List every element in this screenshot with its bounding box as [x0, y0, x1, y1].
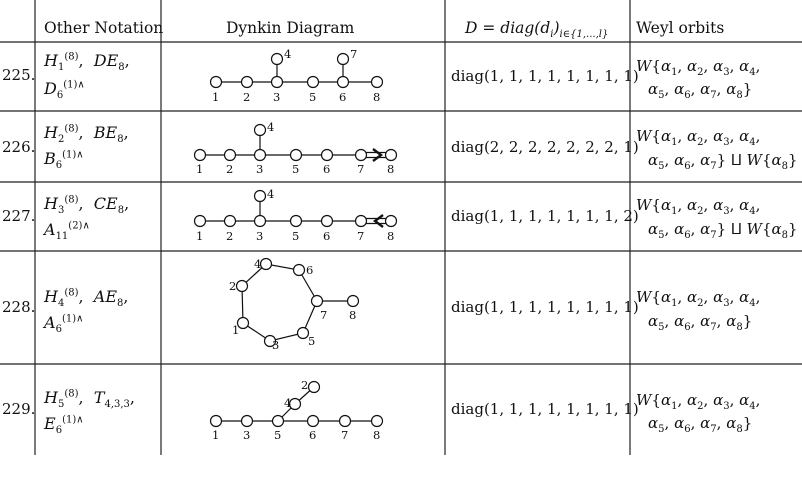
node-label: 4 [284, 396, 291, 410]
row-index: 226. [2, 138, 36, 156]
node-label: 4 [267, 187, 274, 201]
header-other-notation: Other Notation [44, 19, 164, 37]
node-label: 1 [196, 229, 203, 243]
node-label: 2 [229, 279, 236, 293]
notation-line2: A11(2)∧ [44, 220, 90, 243]
weyl-line1: W{α1, α2, α3, α4, [636, 288, 761, 309]
node-label: 8 [373, 428, 380, 442]
node-label: 1 [212, 90, 219, 104]
node-label: 5 [309, 90, 316, 104]
node-label: 3 [243, 428, 250, 442]
d-value: diag(1, 1, 1, 1, 1, 1, 1, 2) [451, 207, 639, 225]
weyl-line1: W{α1, α2, α3, α4, [636, 127, 761, 148]
node-label: 2 [226, 229, 233, 243]
node-label: 6 [339, 90, 346, 104]
d-value: diag(1, 1, 1, 1, 1, 1, 1, 1) [451, 67, 639, 85]
header-weyl-orbits: Weyl orbits [636, 19, 725, 37]
node-label: 6 [323, 162, 330, 176]
node-label: 5 [274, 428, 281, 442]
node-label: 7 [357, 229, 364, 243]
notation-line1: H2(8), BE8, [44, 123, 129, 146]
node-label: 4 [284, 47, 291, 61]
weyl-line2: α5, α6, α7, α8} [648, 312, 753, 333]
notation-line2: E6(1)∧ [44, 414, 84, 437]
node-label: 3 [256, 229, 263, 243]
header-d-matrix: D = diag(di)i∈{1,...,l} [465, 19, 609, 41]
weyl-line1: W{α1, α2, α3, α4, [636, 391, 761, 412]
weyl-line2: α5, α6, α7, α8} [648, 414, 753, 435]
node-label: 5 [292, 229, 299, 243]
node-label: 8 [349, 308, 356, 322]
weyl-line1: W{α1, α2, α3, α4, [636, 57, 761, 78]
node-label: 2 [301, 378, 308, 392]
node-label: 7 [320, 308, 327, 322]
node-label: 5 [308, 334, 315, 348]
notation-line2: D6(1)∧ [44, 79, 85, 102]
node-label: 6 [323, 229, 330, 243]
node-label: 3 [272, 338, 279, 352]
weyl-line2: α5, α6, α7} ⨿ W{α8} [648, 151, 798, 172]
node-label: 1 [196, 162, 203, 176]
header-dynkin-diagram: Dynkin Diagram [226, 19, 355, 37]
notation-line1: H3(8), CE8, [44, 194, 130, 217]
node-label: 3 [256, 162, 263, 176]
notation-line2: A6(1)∧ [44, 313, 84, 336]
notation-line1: H4(8), AE8, [44, 287, 129, 310]
d-value: diag(2, 2, 2, 2, 2, 2, 2, 1) [451, 138, 639, 156]
node-label: 2 [226, 162, 233, 176]
dynkin-diagram-228 [241, 263, 350, 342]
notation-line2: B6(1)∧ [44, 149, 84, 172]
row-index: 228. [2, 298, 36, 316]
row-index: 225. [2, 66, 36, 84]
row-index: 227. [2, 207, 36, 225]
d-value: diag(1, 1, 1, 1, 1, 1, 1, 1) [451, 400, 639, 418]
row-index: 229. [2, 400, 36, 418]
node-label: 8 [373, 90, 380, 104]
weyl-line2: α5, α6, α7, α8} [648, 80, 753, 101]
node-label: 4 [254, 257, 261, 271]
node-label: 8 [387, 162, 394, 176]
dynkin-diagram-225 [216, 60, 377, 83]
node-label: 2 [243, 90, 250, 104]
node-label: 7 [357, 162, 364, 176]
node-label: 1 [232, 323, 239, 337]
notation-line1: H5(8), T4,3,3, [44, 388, 135, 411]
notation-line1: H1(8), DE8, [44, 51, 130, 74]
node-label: 5 [292, 162, 299, 176]
node-label: 7 [350, 47, 357, 61]
node-label: 8 [387, 229, 394, 243]
node-label: 3 [273, 90, 280, 104]
node-label: 6 [306, 263, 313, 277]
d-value: diag(1, 1, 1, 1, 1, 1, 1, 1) [451, 298, 639, 316]
weyl-line2: α5, α6, α7} ⨿ W{α8} [648, 220, 798, 241]
node-label: 6 [309, 428, 316, 442]
node-label: 1 [212, 428, 219, 442]
node-label: 4 [267, 120, 274, 134]
weyl-line1: W{α1, α2, α3, α4, [636, 196, 761, 217]
node-label: 7 [341, 428, 348, 442]
